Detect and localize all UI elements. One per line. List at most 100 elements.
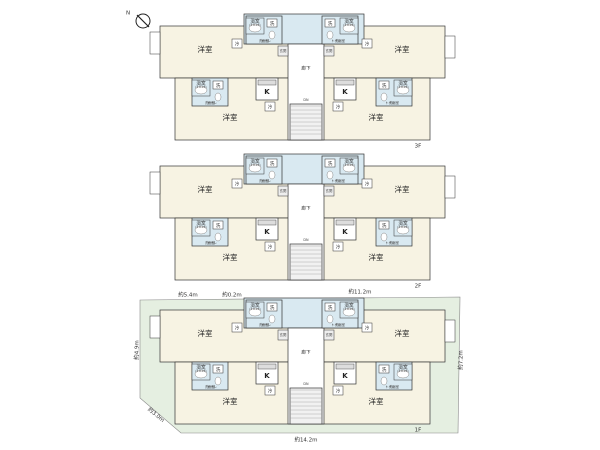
- hallway-label: 廊下: [301, 205, 311, 212]
- washroom-label: 洗面室: [389, 240, 400, 245]
- kitchen-counter: [335, 79, 355, 86]
- floor-2: 廊下DN玄関玄関浴室(1014)洗トイレ洗面室浴室(1014)洗トイレ洗面室浴室…: [149, 153, 456, 290]
- washer-box: [266, 18, 278, 28]
- entrance-right: [323, 45, 335, 57]
- western-room-upper-right-label: 洋室: [395, 328, 410, 338]
- washer-label: 洗: [216, 366, 221, 373]
- western-room-upper-left-label: 洋室: [198, 44, 213, 54]
- washer-label: 洗: [328, 160, 333, 167]
- fridge-label: 冷: [235, 324, 240, 331]
- western-room-lower-left-label: 洋室: [223, 112, 238, 122]
- bath-size-label: (1014): [195, 85, 207, 89]
- kitchen-counter: [335, 363, 355, 370]
- kitchen-label: K: [264, 372, 270, 380]
- toilet-icon: [380, 376, 388, 386]
- toilet-label: トイレ: [207, 241, 218, 245]
- hallway-label: 廊下: [301, 65, 311, 72]
- dim-right: 約7.2m: [457, 350, 465, 370]
- washroom-label: 洗面室: [335, 178, 346, 183]
- entrance-right: [323, 329, 335, 341]
- toilet-label: トイレ: [261, 179, 272, 183]
- western-room-upper-right-label: 洋室: [395, 184, 410, 194]
- washroom-label: 洗面室: [205, 100, 216, 105]
- washroom-label: 洗面室: [389, 384, 400, 389]
- fridge-box: [231, 322, 243, 333]
- dim-top-mid: 約0.2m: [222, 291, 242, 299]
- kitchen-label: K: [342, 88, 348, 96]
- fridge-label: 冷: [235, 40, 240, 47]
- bathtub-icon: [396, 369, 410, 379]
- bath-size-label: (1014): [343, 307, 355, 311]
- washroom-label: 洗面室: [205, 240, 216, 245]
- floor-1: 廊下DN玄関玄関浴室(1014)洗トイレ洗面室浴室(1014)洗トイレ洗面室浴室…: [149, 13, 456, 150]
- entrance-right-label: 玄関: [326, 48, 333, 53]
- washer-label: 洗: [270, 20, 275, 27]
- toilet-icon: [380, 92, 388, 102]
- bath-size-label: (1014): [249, 307, 261, 311]
- toilet-icon: [214, 232, 222, 242]
- washroom-label: 洗面室: [259, 178, 270, 183]
- washer-label: 洗: [216, 82, 221, 89]
- entrance-left-label: 玄関: [280, 48, 287, 53]
- washer-box: [324, 302, 336, 312]
- toilet-icon: [380, 232, 388, 242]
- bath-size-label: (1014): [343, 163, 355, 167]
- washroom-label: 洗面室: [259, 322, 270, 327]
- fridge-box: [231, 178, 243, 189]
- toilet-icon: [268, 30, 276, 40]
- washer-label: 洗: [382, 366, 387, 373]
- fridge-box: [231, 38, 243, 49]
- fridge-box: [264, 101, 276, 112]
- north-compass-icon: N: [126, 11, 151, 29]
- stair-direction-label: DN: [303, 238, 309, 242]
- toilet-icon: [326, 170, 334, 180]
- fridge-box: [264, 241, 276, 252]
- bathtub-icon: [194, 225, 208, 235]
- bath-size-label: (1014): [249, 23, 261, 27]
- toilet-label: トイレ: [261, 39, 272, 43]
- kitchen-label: K: [342, 372, 348, 380]
- toilet-label: トイレ: [207, 101, 218, 105]
- bathtub-icon: [248, 23, 262, 33]
- fridge-label: 冷: [365, 40, 370, 47]
- north-label: N: [126, 11, 130, 17]
- fridge-label: 冷: [235, 180, 240, 187]
- washer-label: 洗: [328, 20, 333, 27]
- fridge-label: 冷: [336, 103, 341, 110]
- kitchen-counter: [257, 363, 277, 370]
- bath-size-label: (1014): [397, 369, 409, 373]
- washroom-label: 洗面室: [335, 322, 346, 327]
- washer-box: [212, 80, 224, 90]
- kitchen-counter: [257, 79, 277, 86]
- fridge-box: [361, 178, 373, 189]
- western-room-lower-right-label: 洋室: [369, 252, 384, 262]
- bathroom-label: 浴室: [398, 220, 408, 227]
- entrance-left: [277, 185, 289, 197]
- fridge-label: 冷: [268, 387, 273, 394]
- bathtub-icon: [342, 163, 356, 173]
- toilet-label: トイレ: [385, 101, 396, 105]
- western-room-upper-right-label: 洋室: [395, 44, 410, 54]
- bathtub-icon: [396, 85, 410, 95]
- toilet-label: トイレ: [385, 241, 396, 245]
- kitchen-label: K: [264, 228, 270, 236]
- washer-box: [324, 18, 336, 28]
- toilet-label: トイレ: [331, 323, 342, 327]
- toilet-icon: [214, 92, 222, 102]
- bath-size-label: (1014): [195, 369, 207, 373]
- bathroom-label: 浴室: [196, 220, 206, 227]
- fridge-box: [361, 322, 373, 333]
- floor-label: 3F: [415, 144, 422, 150]
- kitchen-label: K: [342, 228, 348, 236]
- fridge-label: 冷: [268, 243, 273, 250]
- dim-left: 約4.9m: [133, 340, 141, 360]
- western-room-lower-right-label: 洋室: [369, 396, 384, 406]
- washer-label: 洗: [270, 304, 275, 311]
- balcony-right: [444, 175, 456, 199]
- kitchen-label: K: [264, 88, 270, 96]
- dim-top-right: 約11.2m: [348, 288, 371, 296]
- entrance-right-label: 玄関: [326, 332, 333, 337]
- toilet-icon: [268, 170, 276, 180]
- fridge-box: [361, 38, 373, 49]
- floor-3: 廊下DN玄関玄関浴室(1014)洗トイレ洗面室浴室(1014)洗トイレ洗面室浴室…: [149, 297, 456, 434]
